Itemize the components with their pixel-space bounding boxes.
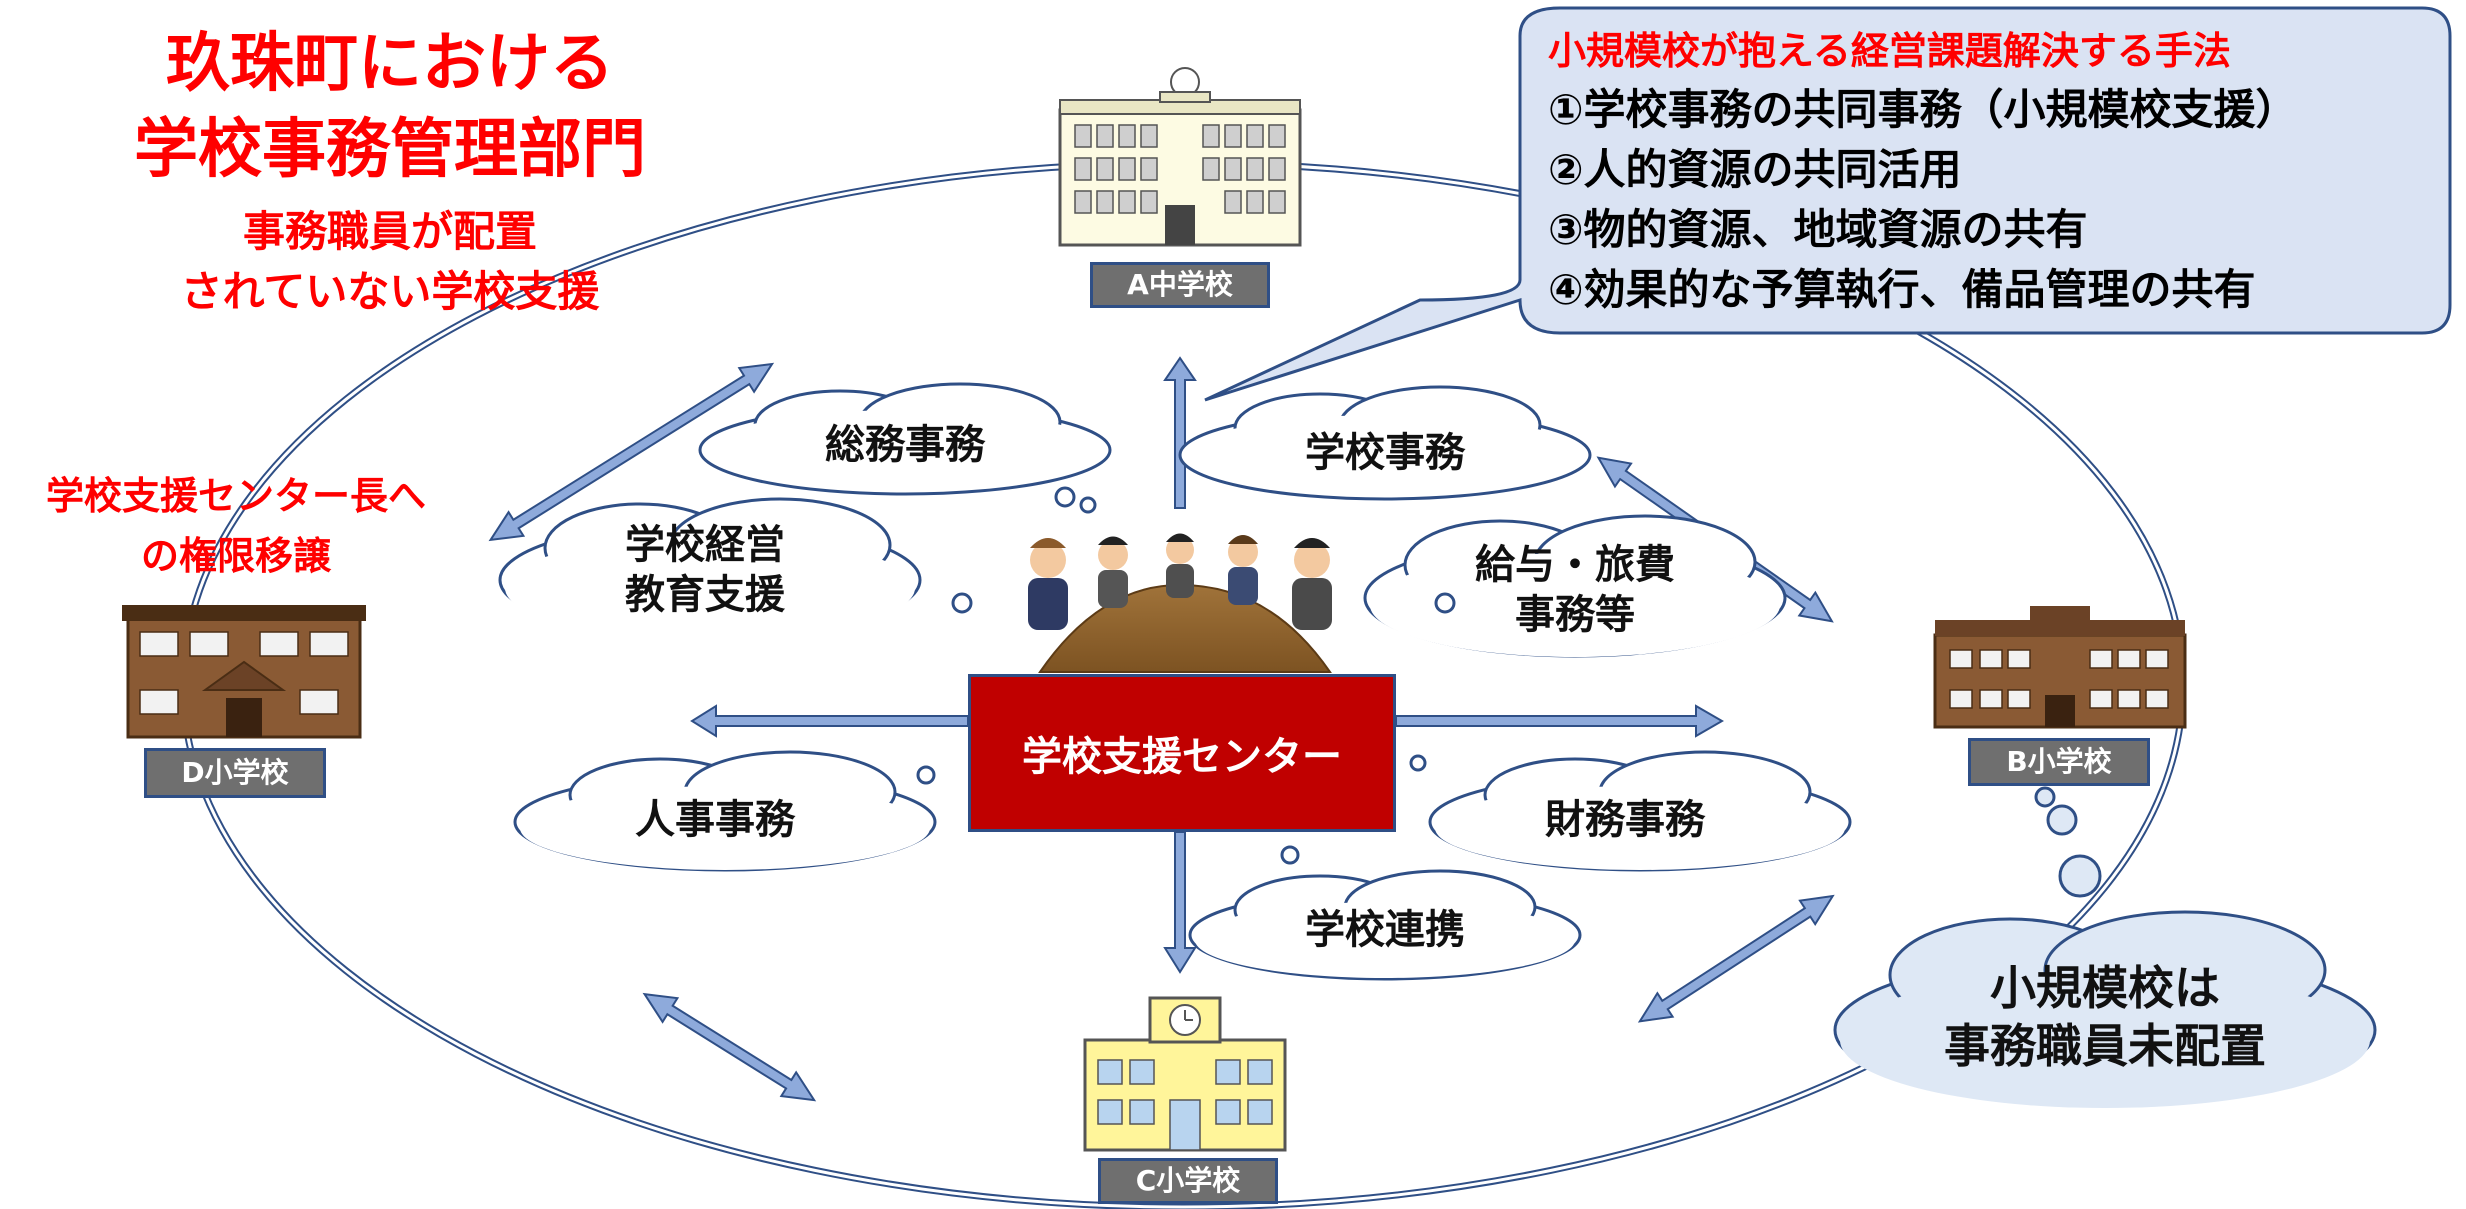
thought-dot (1054, 486, 1076, 508)
clouds (498, 382, 2377, 1108)
thought-dot (2046, 804, 2078, 836)
delegation-note-line-2: の権限移譲 (140, 534, 331, 578)
cloud-small-school (1833, 910, 2377, 1108)
subtitle-line-1: 事務職員が配置 (242, 207, 537, 256)
thought-dot (916, 765, 936, 785)
thought-dot (2058, 854, 2102, 898)
cloud-personnel (513, 750, 937, 872)
cloud-salary (1363, 514, 1787, 658)
arrow-to-d (690, 704, 969, 738)
cloud-general-affairs-label: 総務事務 (825, 422, 985, 468)
school-a-label: A中学校 (1090, 262, 1270, 308)
callout-bubble (1204, 6, 2452, 402)
callout-content: 小規模校が抱える経営課題解決する手法 ①学校事務の共同事務（小規模校支援） ②人… (1548, 22, 2298, 320)
thought-dot (1280, 845, 1300, 865)
person-figure (1028, 538, 1068, 630)
title-line-2: 学校事務管理部門 (134, 113, 646, 187)
person-figure (1292, 538, 1332, 630)
cloud-management-line-2: 教育支援 (625, 572, 785, 618)
cloud-school-affairs (1178, 385, 1592, 501)
school-b-label: B小学校 (1968, 738, 2150, 786)
callout-item: ③物的資源、地域資源の共有 (1548, 205, 2088, 254)
cloud-cooperation-label: 学校連携 (1305, 907, 1465, 953)
delegation-note-line-1: 学校支援センター長へ (45, 474, 426, 518)
cloud-small-school-label: 小規模校は 事務職員未配置 (1905, 960, 2305, 1075)
callout-heading: 小規模校が抱える経営課題解決する手法 (1548, 29, 2231, 73)
cloud-salary-line-1: 給与・旅費 (1475, 542, 1675, 588)
school-c-building (1083, 996, 1287, 1152)
callout-item: ①学校事務の共同事務（小規模校支援） (1548, 85, 2298, 134)
arrow-d-c (642, 992, 817, 1102)
person-figure (1228, 535, 1258, 605)
cloud-finance (1428, 750, 1852, 872)
thought-dot (1434, 592, 1456, 614)
cloud-management-label: 学校経営 教育支援 (580, 520, 830, 620)
cloud-small-school-line-1: 小規模校は (1990, 961, 2220, 1015)
person-figure (1098, 536, 1128, 608)
arrow-c-b (1637, 894, 1835, 1023)
cloud-finance-label: 財務事務 (1545, 797, 1705, 843)
school-d-building (122, 605, 366, 739)
callout-item: ④効果的な予算執行、備品管理の共有 (1548, 265, 2256, 314)
arrow-d-a (488, 362, 775, 542)
title-line-1: 玖珠町における (166, 27, 614, 101)
cloud-management (498, 497, 922, 640)
school-a-building (1058, 67, 1302, 247)
person-figure (1166, 533, 1194, 598)
thought-dot (1079, 496, 1097, 514)
thought-dot (951, 592, 973, 614)
subtitle-line-2: されていない学校支援 (180, 267, 600, 316)
callout-item: ②人的資源の共同活用 (1548, 145, 1962, 194)
school-b-building (1933, 606, 2187, 729)
cloud-management-line-1: 学校経営 (625, 522, 785, 568)
school-c-label: C小学校 (1098, 1158, 1278, 1204)
thought-dot (2034, 786, 2056, 808)
thought-dot (1409, 754, 1427, 772)
cloud-school-affairs-label: 学校事務 (1305, 430, 1465, 476)
cloud-salary-line-2: 事務等 (1515, 592, 1635, 638)
cloud-salary-label: 給与・旅費 事務等 (1435, 540, 1715, 640)
cloud-personnel-label: 人事事務 (635, 797, 795, 843)
cloud-general-affairs (698, 382, 1112, 496)
school-d-label: D小学校 (144, 748, 326, 798)
meeting-illustration (1028, 533, 1332, 673)
arrow-to-a (1163, 356, 1197, 509)
arrow-to-b (1395, 704, 1725, 738)
arrow-to-c (1163, 831, 1197, 974)
cloud-small-school-line-2: 事務職員未配置 (1944, 1018, 2266, 1073)
cloud-cooperation (1188, 869, 1582, 981)
school-support-center: 学校支援センター (968, 674, 1396, 832)
